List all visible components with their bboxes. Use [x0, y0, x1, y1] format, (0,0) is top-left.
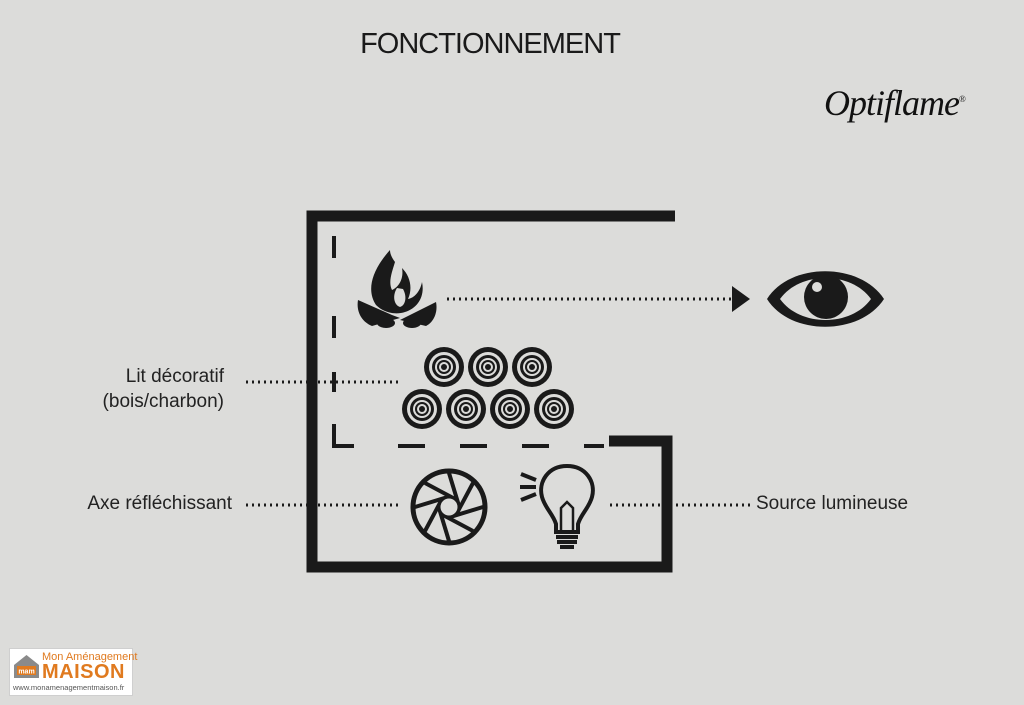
fireplace-frame [306, 210, 675, 573]
log-ring [551, 406, 557, 412]
brand-registered: ® [958, 94, 966, 104]
svg-text:mam: mam [18, 669, 34, 676]
brand-logo: Optiflame® [824, 82, 966, 124]
decorative-bed-label: Lit décoratif (bois/charbon) [60, 364, 224, 414]
log-ring [507, 406, 513, 412]
aperture-icon [410, 468, 488, 546]
sight-arrow-head [732, 286, 750, 312]
decorative-bed-label-line1: Lit décoratif [125, 366, 224, 387]
log-ring [485, 364, 491, 370]
fire-icon [357, 250, 437, 328]
page-title: FONCTIONNEMENT [360, 28, 621, 60]
log-ring [463, 406, 469, 412]
reflective-axis-label: Axe réfléchissant [87, 493, 232, 514]
house-icon: mam [14, 655, 39, 678]
light-bulb-icon [520, 463, 595, 549]
watermark-top: Mon Aménagement [42, 651, 138, 663]
log-ring [441, 364, 447, 370]
logs-icon [402, 347, 574, 429]
log-ring [419, 406, 425, 412]
watermark-logo: mam Mon Aménagement MAISON www.monamenag… [9, 648, 137, 696]
eye-icon [767, 271, 884, 327]
light-source-label: Source lumineuse [756, 493, 909, 514]
brand-name: Optiflame [824, 83, 960, 123]
watermark-main: MAISON [42, 661, 125, 683]
log-ring [529, 364, 535, 370]
decorative-bed-label-line2: (bois/charbon) [102, 391, 224, 412]
watermark-url: www.monamenagementmaison.fr [13, 683, 125, 692]
inner-screen-dashes [332, 236, 604, 448]
